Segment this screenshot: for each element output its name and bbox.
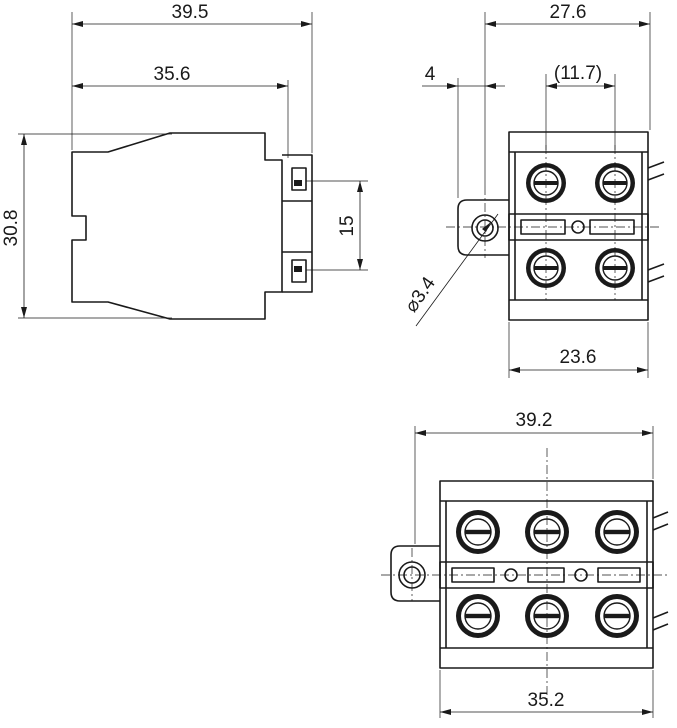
three-pole-body xyxy=(439,480,654,669)
dim-label-3-4: ⌀3.4 xyxy=(401,273,440,316)
dim-label-23-6: 23.6 xyxy=(560,347,597,368)
dim-label-27-6: 27.6 xyxy=(550,2,587,23)
side-view-terminal xyxy=(282,154,313,293)
dim-label-11-7: (11.7) xyxy=(554,63,602,84)
side-view: 39.5 35.6 30.8 15 xyxy=(1,2,368,320)
mounting-ear-three-pole xyxy=(390,545,440,602)
mounting-ear xyxy=(457,199,509,256)
front-view-three-pole: 39.2 35.2 xyxy=(381,410,669,718)
dim-label-35-2: 35.2 xyxy=(528,690,565,711)
dim-label-35-6: 35.6 xyxy=(154,64,191,85)
dim-label-15: 15 xyxy=(337,215,358,236)
dim-leader-3-4 xyxy=(415,213,499,327)
front-view-two-pole: 27.6 4 (11.7) ⌀3.4 23.6 xyxy=(401,2,665,378)
dim-label-39-2: 39.2 xyxy=(516,410,553,431)
dim-label-30-8: 30.8 xyxy=(1,210,22,247)
dim-label-39-5: 39.5 xyxy=(172,2,209,23)
two-pole-body xyxy=(508,131,649,321)
dim-label-4: 4 xyxy=(425,64,436,85)
side-view-body xyxy=(71,132,283,320)
